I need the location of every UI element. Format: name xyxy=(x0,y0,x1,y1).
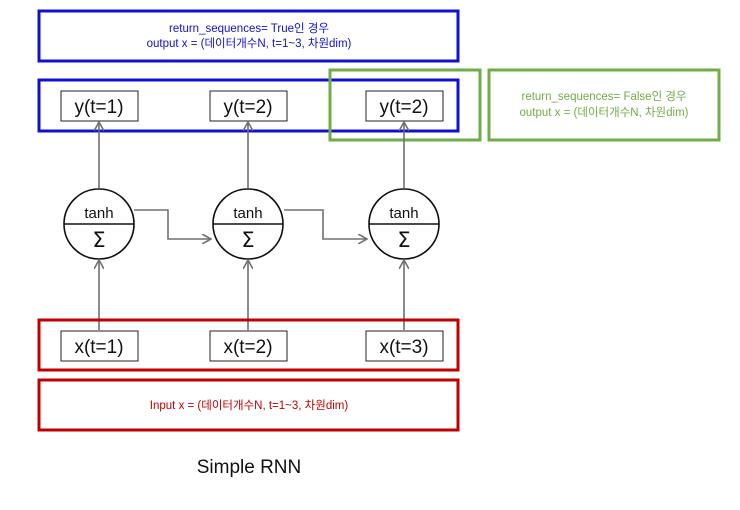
input-cell-1 xyxy=(60,330,139,362)
return-sequences-true-label: return_sequences= True인 경우 xyxy=(169,21,329,35)
return-sequences-true-box xyxy=(37,9,460,63)
inputs-frame xyxy=(37,318,460,372)
return-sequences-false-output: output x = (데이터개수N, 차원dim) xyxy=(520,105,689,119)
tanh-label-3: tanh xyxy=(389,205,418,222)
rnn-cell-2: tanh Σ xyxy=(212,188,284,260)
rnn-cell-1: tanh Σ xyxy=(63,188,135,260)
output-label-2: y(t=2) xyxy=(223,97,272,118)
last-output-frame xyxy=(328,68,482,142)
return-sequences-true-output: output x = (데이터개수N, t=1~3, 차원dim) xyxy=(147,36,352,50)
output-cell-3 xyxy=(365,90,444,122)
recurrent-arrow-1-to-2 xyxy=(134,209,210,239)
return-sequences-false-label: return_sequences= False인 경우 xyxy=(521,89,686,103)
input-note-label: Input x = (데이터개수N, t=1~3, 차원dim) xyxy=(150,398,349,412)
tanh-label-2: tanh xyxy=(233,205,262,222)
sigma-label-3: Σ xyxy=(397,228,410,252)
input-label-3: x(t=3) xyxy=(379,337,428,358)
input-label-2: x(t=2) xyxy=(223,337,272,358)
input-note-box xyxy=(37,378,460,432)
output-cell-1 xyxy=(60,90,139,122)
diagram-title: Simple RNN xyxy=(197,457,302,478)
output-label-1: y(t=1) xyxy=(74,97,123,118)
input-cell-3 xyxy=(365,330,444,362)
input-label-1: x(t=1) xyxy=(74,337,123,358)
recurrent-arrow-2-to-3 xyxy=(284,209,366,239)
output-label-3: y(t=2) xyxy=(379,97,428,118)
return-sequences-false-box xyxy=(487,68,721,142)
tanh-label-1: tanh xyxy=(84,205,113,222)
rnn-cell-3: tanh Σ xyxy=(368,188,440,260)
input-cell-2 xyxy=(209,330,288,362)
sigma-label-2: Σ xyxy=(241,228,254,252)
sigma-label-1: Σ xyxy=(92,228,105,252)
